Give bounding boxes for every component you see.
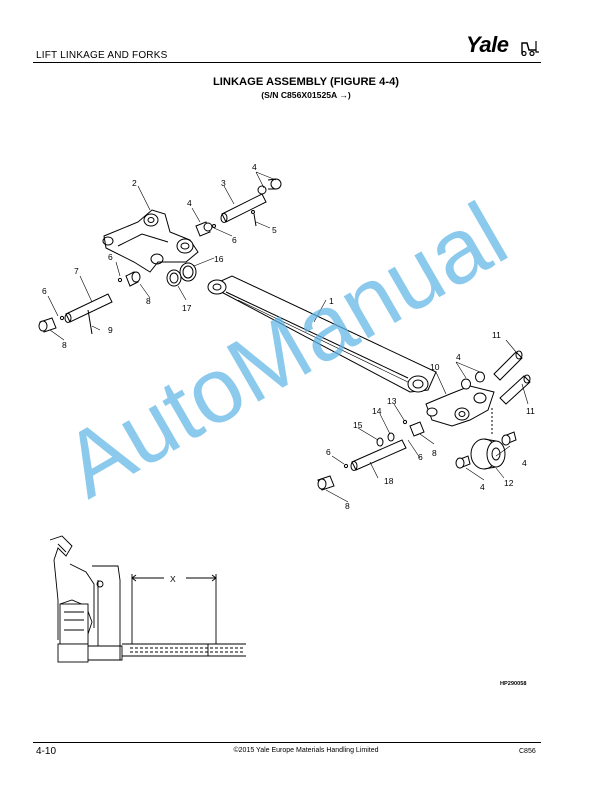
callout-5: 5 [272, 225, 277, 235]
figure-id: HP290058 [500, 681, 527, 687]
page-number: 4-10 [36, 746, 57, 757]
callout-2: 2 [132, 178, 137, 188]
figure-title: LINKAGE ASSEMBLY (FIGURE 4-4) [212, 76, 400, 88]
callout-8: 8 [345, 501, 350, 511]
callout-6: 6 [42, 286, 47, 296]
header-rule [33, 62, 541, 63]
serial-range: (S/N C856X01525A →) [261, 90, 351, 100]
callout-18: 18 [384, 476, 394, 486]
callout-13: 13 [387, 396, 397, 406]
callout-6: 6 [418, 452, 423, 462]
callout-17: 17 [182, 303, 192, 313]
callout-6: 6 [232, 235, 237, 245]
callout-1: 1 [329, 296, 334, 306]
callout-7: 7 [74, 266, 79, 276]
callout-14: 14 [372, 406, 382, 416]
callout-8: 8 [432, 448, 437, 458]
callout-6: 6 [108, 252, 113, 262]
callout-10: 10 [430, 362, 440, 372]
header-section-title: LIFT LINKAGE AND FORKS [36, 50, 168, 61]
model-code: C856 [519, 748, 536, 755]
callout-9: 9 [108, 325, 113, 335]
callout-4: 4 [456, 352, 461, 362]
callout-11: 11 [492, 330, 501, 340]
callout-4: 4 [480, 482, 485, 492]
callout-4: 4 [252, 162, 257, 172]
copyright: ©2015 Yale Europe Materials Handling Lim… [233, 747, 379, 754]
truck-side-view [49, 535, 246, 663]
callout-3: 3 [221, 178, 226, 188]
callout-15: 15 [353, 420, 363, 430]
forklift-logo-icon [521, 41, 539, 56]
callout-16: 16 [214, 254, 224, 264]
callout-11: 11 [526, 406, 535, 416]
brand-logo: Yale [466, 32, 509, 57]
callout-8: 8 [146, 296, 151, 306]
callout-12: 12 [504, 478, 514, 488]
dimension-x-label: X [170, 574, 176, 584]
callout-4: 4 [187, 198, 192, 208]
callout-8: 8 [62, 340, 67, 350]
callout-4: 4 [522, 458, 527, 468]
callout-6: 6 [326, 447, 331, 457]
footer-rule [33, 742, 541, 743]
